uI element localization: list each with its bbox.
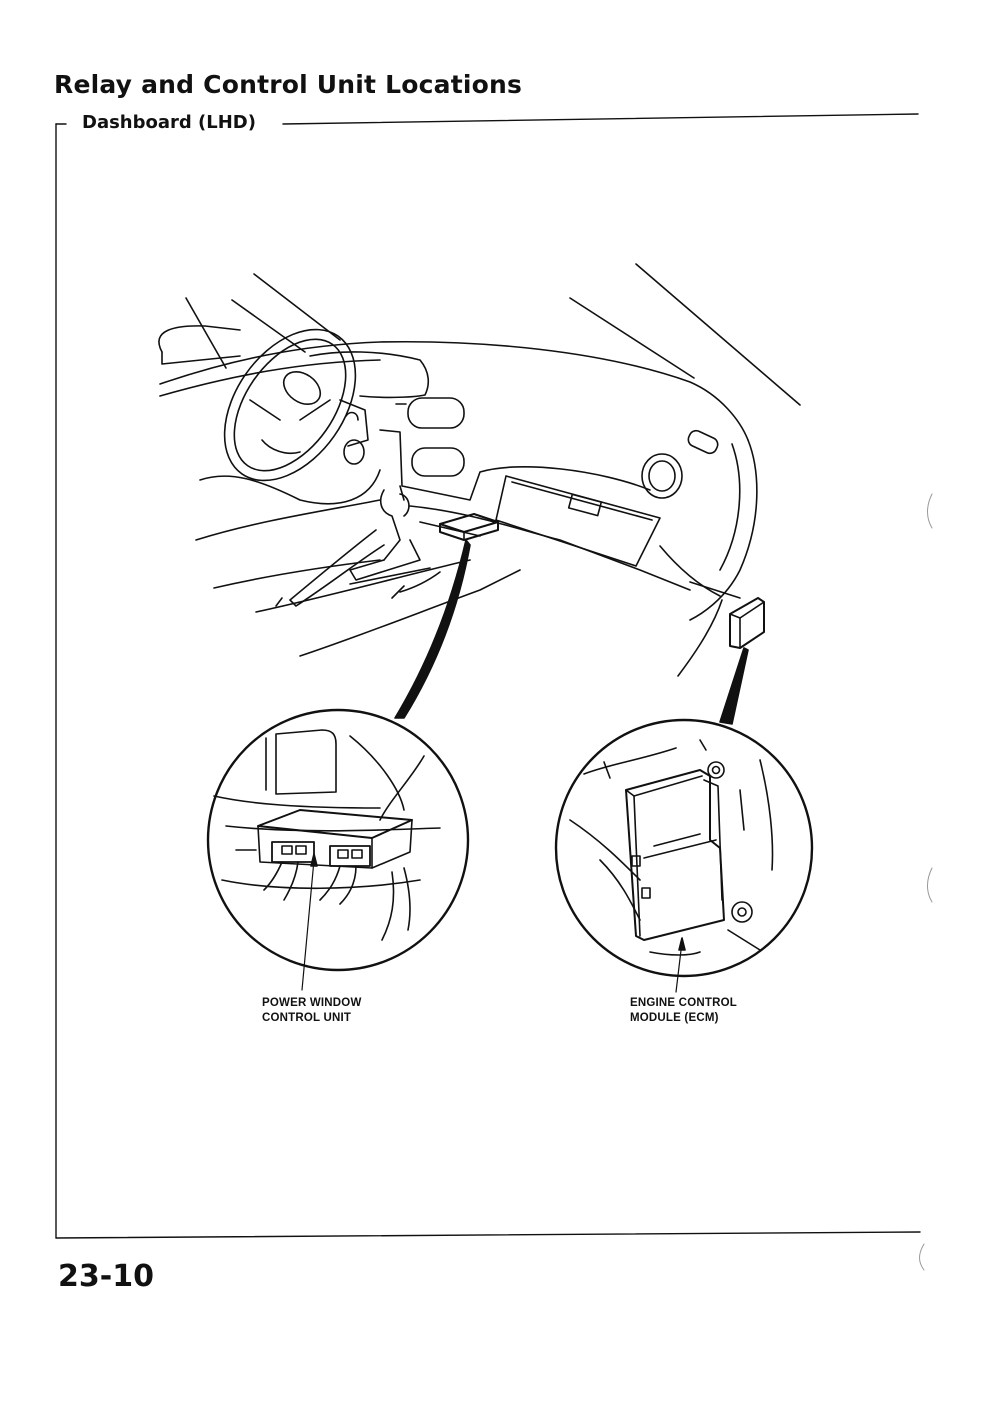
caption-line: POWER WINDOW	[262, 997, 362, 1009]
caption-engine-control-module: ENGINE CONTROL MODULE (ECM)	[630, 996, 737, 1026]
caption-line: MODULE (ECM)	[630, 1012, 719, 1024]
section-title: Dashboard (LHD)	[82, 114, 262, 132]
scan-marks	[919, 493, 933, 1271]
section-frame	[55, 113, 921, 1239]
page-title: Relay and Control Unit Locations	[54, 70, 523, 99]
page-number: 23-10	[58, 1259, 154, 1294]
caption-line: CONTROL UNIT	[262, 1012, 352, 1024]
detail-circle-ecm	[554, 718, 814, 993]
detail-circle-power-window	[206, 708, 470, 991]
dashboard-drawing	[158, 263, 801, 677]
leader-wedges	[394, 539, 749, 725]
caption-line: ENGINE CONTROL	[630, 997, 737, 1009]
caption-power-window-control-unit: POWER WINDOW CONTROL UNIT	[262, 996, 362, 1026]
